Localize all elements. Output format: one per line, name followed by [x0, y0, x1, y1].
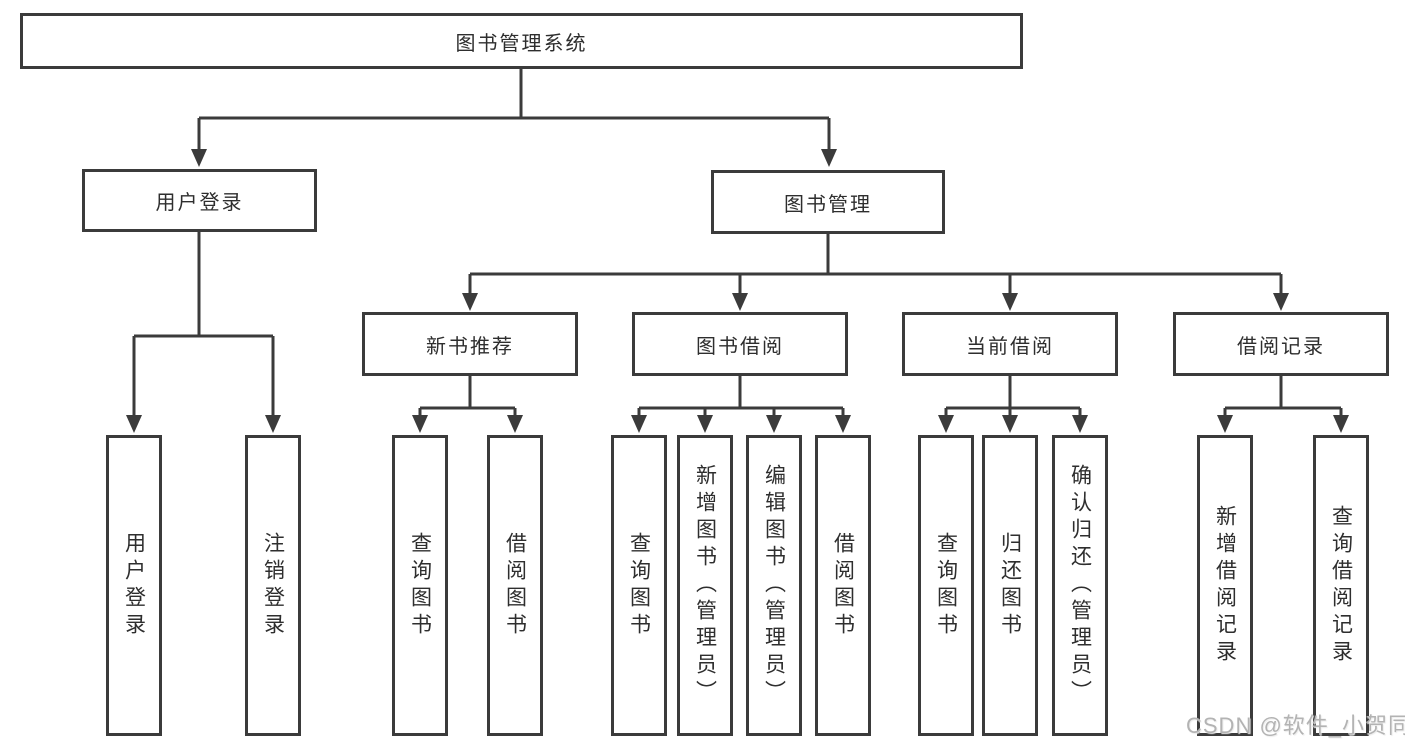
node-user-login: 用户登录	[82, 169, 317, 232]
node-new-book-recommend-label: 新书推荐	[426, 335, 514, 358]
leaf-add-books-admin: 新增图书（管理员）	[677, 435, 733, 736]
leaf-borrow-books-borrow: 借阅图书	[815, 435, 871, 736]
leaf-query-books-recommend-label: 查询图书	[408, 531, 432, 640]
node-root-label: 图书管理系统	[455, 32, 588, 55]
node-new-book-recommend: 新书推荐	[362, 312, 578, 376]
node-current-borrow: 当前借阅	[902, 312, 1118, 376]
node-user-login-label: 用户登录	[155, 192, 244, 214]
node-root: 图书管理系统	[20, 13, 1023, 69]
node-borrow-records-label: 借阅记录	[1237, 335, 1325, 358]
leaf-borrow-books-recommend: 借阅图书	[487, 435, 543, 736]
leaf-confirm-return-admin-label: 确认归还（管理员）	[1068, 464, 1092, 707]
leaf-borrow-books-recommend-label: 借阅图书	[503, 531, 527, 640]
node-book-management-label: 图书管理	[784, 193, 872, 216]
leaf-confirm-return-admin: 确认归还（管理员）	[1052, 435, 1108, 736]
leaf-logout-login: 注销登录	[245, 435, 301, 736]
leaf-add-books-admin-label: 新增图书（管理员）	[693, 464, 717, 707]
leaf-query-books-recommend: 查询图书	[392, 435, 448, 736]
leaf-return-books-label: 归还图书	[998, 531, 1022, 640]
node-book-borrow-label: 图书借阅	[696, 335, 784, 358]
leaf-query-books-borrow: 查询图书	[611, 435, 667, 736]
leaf-add-borrow-record-label: 新增借阅记录	[1213, 504, 1237, 667]
leaf-logout-login-label: 注销登录	[261, 531, 285, 640]
node-book-management: 图书管理	[711, 170, 945, 234]
leaf-edit-books-admin: 编辑图书（管理员）	[746, 435, 802, 736]
watermark: CSDN @软件_小贺同学	[1186, 713, 1405, 738]
leaf-add-borrow-record: 新增借阅记录	[1197, 435, 1253, 736]
leaf-query-books-current: 查询图书	[918, 435, 974, 736]
node-book-borrow: 图书借阅	[632, 312, 848, 376]
node-current-borrow-label: 当前借阅	[966, 335, 1054, 358]
leaf-return-books: 归还图书	[982, 435, 1038, 736]
leaf-edit-books-admin-label: 编辑图书（管理员）	[762, 464, 786, 707]
leaf-query-books-current-label: 查询图书	[934, 531, 958, 640]
node-borrow-records: 借阅记录	[1173, 312, 1389, 376]
leaf-user-login: 用户登录	[106, 435, 162, 736]
leaf-user-login-label: 用户登录	[122, 531, 146, 640]
leaf-query-borrow-record: 查询借阅记录	[1313, 435, 1369, 736]
leaf-query-borrow-record-label: 查询借阅记录	[1329, 504, 1353, 667]
leaf-borrow-books-borrow-label: 借阅图书	[831, 531, 855, 640]
leaf-query-books-borrow-label: 查询图书	[627, 531, 651, 640]
